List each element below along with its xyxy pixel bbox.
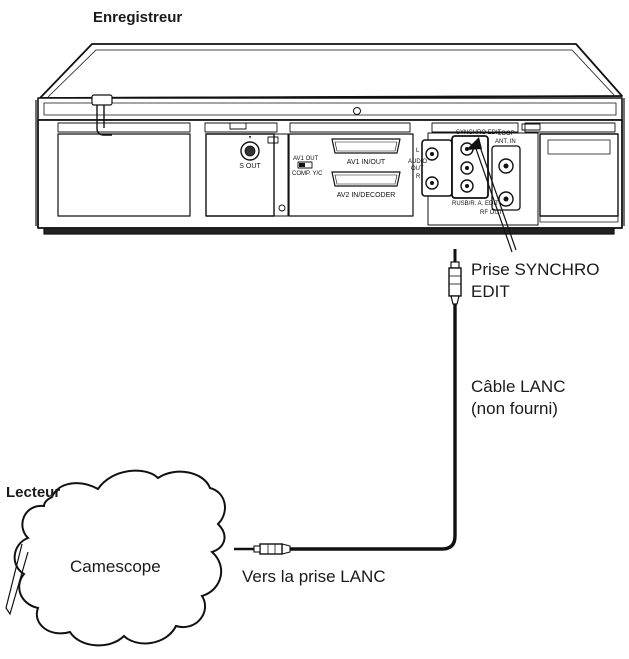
synchro-pointer	[466, 137, 517, 253]
lanc-plug-camcorder	[234, 543, 291, 555]
av2-in-decoder-label: AV2 IN/DECODER	[337, 192, 396, 199]
lanc-jack-label: Vers la prise LANC	[242, 567, 386, 586]
camcorder-outline	[13, 469, 226, 647]
lanc-plug-recorder	[448, 249, 462, 305]
s-out-label: S OUT	[239, 163, 261, 170]
rusb-a-edit-label: RUSB/R. A. EDIT	[452, 201, 499, 207]
ant-in-label: ANT. IN	[495, 139, 516, 145]
rf-out-label: RF OUT	[480, 210, 503, 216]
loop-label: LOOP	[498, 131, 515, 137]
cable-label-line2: (non fourni)	[471, 399, 558, 418]
synchro-jack-label-line2: EDIT	[471, 282, 510, 301]
panel-markings: S OUT AV1 OUT COMP. Y/C AV1 IN/OUT AV2 I…	[239, 130, 515, 216]
camcorder-label: Camescope	[70, 557, 161, 576]
synchro-edit-small-label: SYNCHRO EDIT	[456, 130, 502, 136]
player-title: Lecteur	[6, 484, 61, 501]
av1-in-out-label: AV1 IN/OUT	[347, 159, 386, 166]
vcr-recorder	[35, 43, 625, 235]
av1-out-label: AV1 OUT	[293, 156, 319, 162]
audio-out-r: R	[416, 174, 421, 180]
audio-out-l: L	[416, 148, 420, 154]
audio-out-out: OUT	[411, 166, 424, 172]
audio-out-audio: AUDIO	[408, 159, 427, 165]
recorder-title: Enregistreur	[93, 9, 183, 26]
cable-label-line1: Câble LANC	[471, 377, 566, 396]
camcorder-edge	[5, 543, 29, 616]
lanc-cable	[290, 304, 457, 551]
comp-yc-label: COMP. Y/C	[292, 171, 323, 177]
synchro-jack-label-line1: Prise SYNCHRO	[471, 260, 600, 279]
